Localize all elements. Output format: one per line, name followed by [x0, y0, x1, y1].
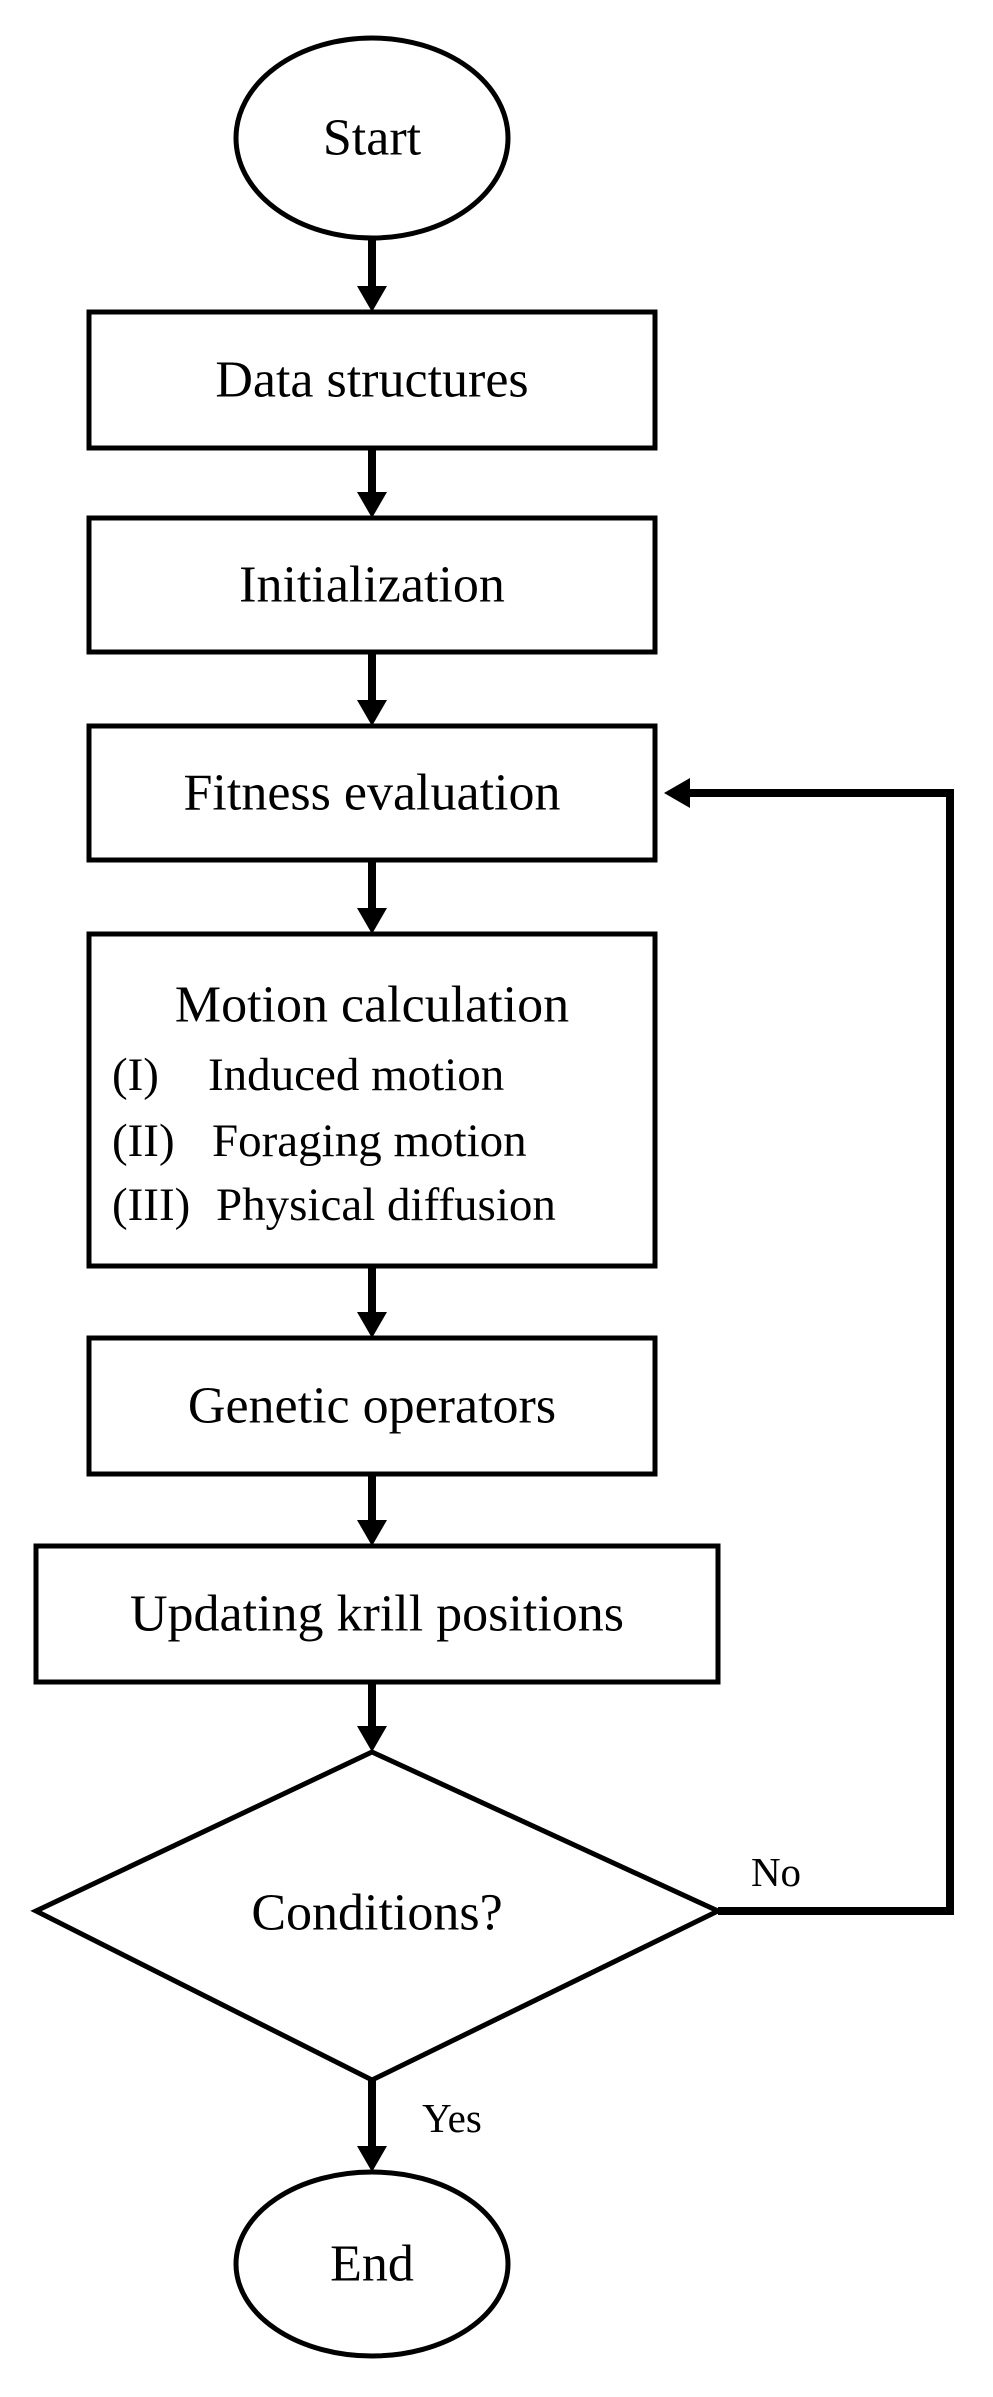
initialization-label: Initialization: [239, 557, 505, 614]
node-fitness-evaluation: Fitness evaluation: [86, 723, 658, 863]
node-data-structures: Data structures: [86, 309, 658, 451]
arrowhead-icon: [357, 1312, 387, 1338]
arrowhead-icon: [357, 908, 387, 934]
arrowhead-icon: [357, 492, 387, 518]
motion-item-text: Induced motion: [208, 1049, 504, 1101]
edge-initialization-to-fitness-evaluation: [357, 652, 387, 726]
updating-positions-label: Updating krill positions: [130, 1586, 624, 1643]
fitness-evaluation-label: Fitness evaluation: [184, 765, 561, 822]
arrowhead-icon: [357, 700, 387, 726]
edge-fitness-evaluation-to-motion-calculation: [357, 860, 387, 934]
arrowhead-icon: [357, 2146, 387, 2172]
motion-item-text: Physical diffusion: [216, 1179, 556, 1231]
arrowhead-icon: [357, 1520, 387, 1546]
motion-calculation-label: Motion calculation: [175, 977, 569, 1034]
edge-updating-positions-to-conditions: [357, 1682, 387, 1752]
arrowhead-icon: [357, 286, 387, 312]
arrowhead-icon: [357, 1726, 387, 1752]
node-motion-calculation: Motion calculation (I) Induced motion (I…: [86, 931, 658, 1269]
start-label: Start: [323, 110, 422, 167]
conditions-label: Conditions?: [251, 1885, 502, 1942]
edge-genetic-operators-to-updating-positions: [357, 1474, 387, 1546]
genetic-operators-label: Genetic operators: [188, 1378, 556, 1435]
connectors: [357, 238, 954, 2172]
arrowhead-icon: [664, 778, 690, 808]
edge-motion-calculation-to-genetic-operators: [357, 1266, 387, 1338]
data-structures-label: Data structures: [215, 352, 528, 409]
node-start: Start: [233, 35, 511, 241]
node-end: End: [233, 2169, 511, 2359]
node-initialization: Initialization: [86, 515, 658, 655]
node-genetic-operators: Genetic operators: [86, 1335, 658, 1477]
edge-start-to-data-structures: [357, 238, 387, 312]
motion-item-marker: (III): [112, 1179, 190, 1231]
motion-item-text: Foraging motion: [212, 1115, 527, 1167]
edge-conditions-to-fitness-evaluation: [664, 778, 954, 1915]
edge-conditions-to-end: [357, 2080, 387, 2172]
end-label: End: [330, 2236, 414, 2293]
motion-item-marker: (II): [112, 1115, 175, 1167]
no-label: No: [751, 1849, 801, 1895]
node-conditions: Conditions?: [30, 1749, 724, 2083]
edge-data-structures-to-initialization: [357, 448, 387, 518]
yes-label: Yes: [422, 2095, 482, 2141]
node-updating-positions: Updating krill positions: [33, 1543, 721, 1685]
motion-item-marker: (I): [112, 1049, 159, 1101]
